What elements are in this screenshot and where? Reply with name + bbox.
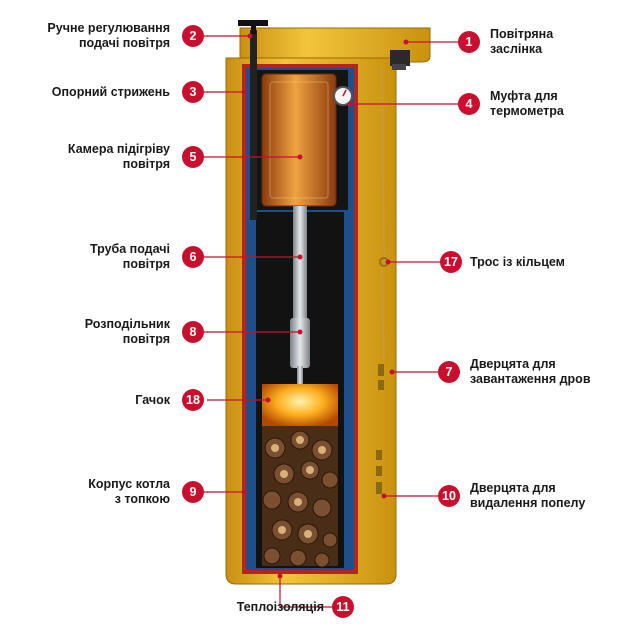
badge-17: 17 [440,251,462,273]
badge-10: 10 [438,485,460,507]
support-rod-shape [250,30,257,220]
badge-18: 18 [182,389,204,411]
cable-shape [381,65,386,361]
label-hook: Гачок [135,393,170,407]
label-insulation: Теплоізоляція [236,600,324,614]
boiler-lid [239,27,431,63]
label-support-rod: Опорний стрижень [51,85,170,99]
badge-4: 4 [458,93,480,115]
door-hinges [376,364,384,494]
badge-9: 9 [182,481,204,503]
label-cable-ring: Трос із кільцем [470,255,565,269]
damper-shape [390,50,410,66]
badge-6: 6 [182,246,204,268]
distributor-shape [290,318,310,368]
handle-shape [238,20,268,26]
preheat-chamber-shape [261,73,337,207]
badge-5: 5 [182,146,204,168]
badge-2: 2 [182,25,204,47]
badge-7: 7 [438,361,460,383]
badge-1: 1 [458,31,480,53]
ember-bed [262,384,338,428]
badge-8: 8 [182,321,204,343]
badge-3: 3 [182,81,204,103]
air-pipe-shape [293,206,307,336]
badge-11: 11 [332,596,354,618]
firewood-stack [262,426,339,568]
